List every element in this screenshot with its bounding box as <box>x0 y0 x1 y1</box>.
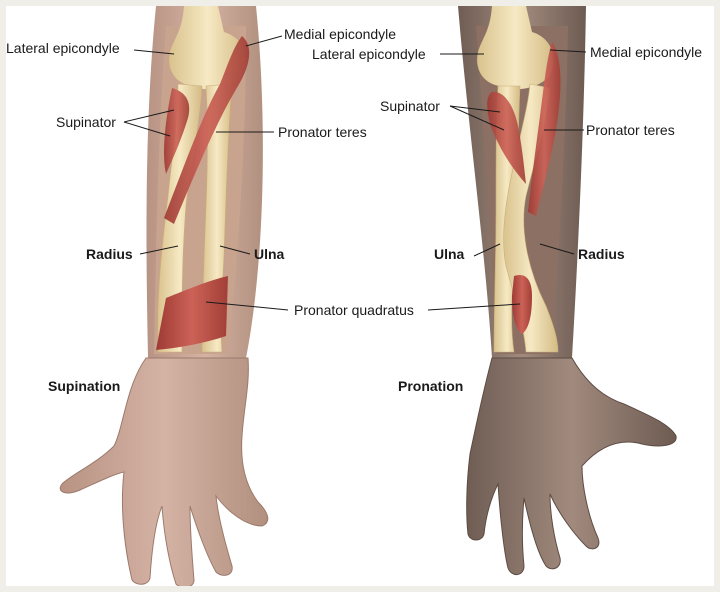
right-pronator-teres-muscle <box>528 42 561 216</box>
line-left-supinator-2 <box>123 121 171 137</box>
right-medial-epicondyle-label: Medial epicondyle <box>590 44 703 60</box>
line-left-supinator-1 <box>123 109 175 123</box>
right-supinator-label: Supinator <box>380 98 440 114</box>
right-hand <box>466 357 677 575</box>
left-arm <box>59 6 269 586</box>
line-left-pronator-quadratus <box>205 301 289 311</box>
anatomy-illustration <box>59 6 677 586</box>
left-supinator-label: Supinator <box>56 114 116 130</box>
line-left-lateral-epicondyle <box>133 49 175 55</box>
left-pronator-quadratus-muscle <box>156 276 228 350</box>
left-ulna-label: Ulna <box>254 246 285 262</box>
left-pronator-teres-muscle <box>164 36 250 224</box>
forearm-figure: Lateral epicondyle Medial epicondyle Sup… <box>6 6 714 586</box>
left-pronator-teres-label: Pronator teres <box>278 124 367 140</box>
left-hand <box>59 357 269 586</box>
left-medial-epicondyle-label: Medial epicondyle <box>284 26 397 42</box>
line-left-ulna <box>219 245 251 255</box>
right-pronator-quadratus-muscle <box>512 274 532 334</box>
pronator-quadratus-label: Pronator quadratus <box>294 302 414 318</box>
right-lateral-epicondyle-label: Lateral epicondyle <box>312 46 426 62</box>
right-radius-label: Radius <box>578 246 625 262</box>
right-arm <box>458 6 677 575</box>
leader-lines <box>123 35 587 311</box>
supination-caption: Supination <box>48 378 121 394</box>
left-supinator-muscle <box>164 88 190 174</box>
line-left-medial-epicondyle <box>245 35 283 47</box>
pronation-caption: Pronation <box>398 378 464 394</box>
line-right-ulna <box>473 243 501 257</box>
line-right-medial-epicondyle <box>549 49 587 53</box>
line-right-pronator-quadratus <box>427 303 521 311</box>
right-supinator-muscle <box>487 91 526 184</box>
line-right-radius <box>539 243 575 255</box>
left-lateral-epicondyle-label: Lateral epicondyle <box>6 40 120 56</box>
right-pronator-teres-label: Pronator teres <box>586 122 675 138</box>
line-right-supinator-1 <box>449 105 501 113</box>
right-humerus <box>477 6 554 90</box>
left-radius-label: Radius <box>86 246 133 262</box>
line-right-supinator-2 <box>449 105 505 131</box>
line-left-radius <box>139 245 179 255</box>
right-ulna-label: Ulna <box>434 246 465 262</box>
